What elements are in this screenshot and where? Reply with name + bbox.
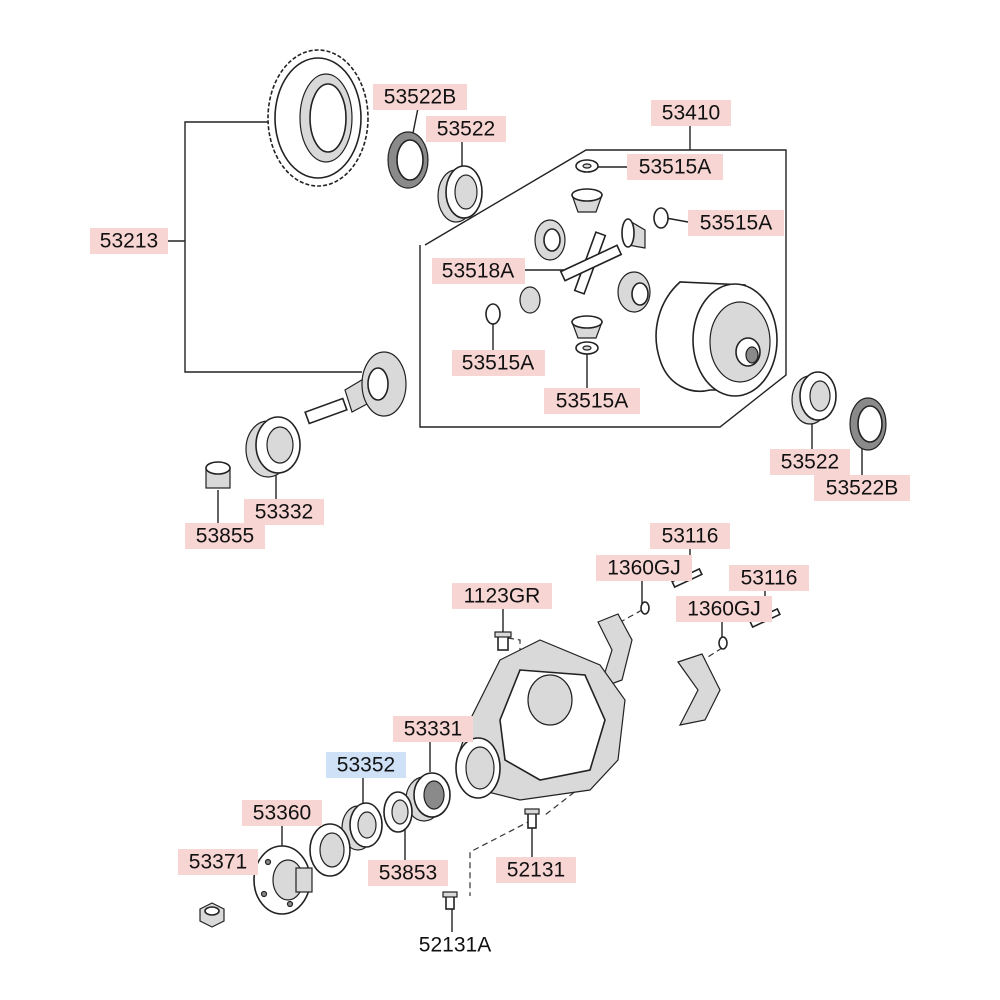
bearing-icon — [245, 416, 301, 478]
bearing-icon — [405, 772, 451, 822]
bearing-icon — [437, 165, 483, 223]
part-label-text: 53371 — [189, 851, 247, 874]
part-label-text: 53522 — [437, 118, 495, 141]
cross-shaft-icon — [559, 231, 623, 295]
bolt-icon — [494, 631, 512, 651]
part-label-53116[interactable]: 53116 — [729, 565, 809, 591]
pinion-gear-icon — [519, 286, 541, 314]
part-label-text: 53116 — [662, 525, 719, 548]
oil-seal-icon — [309, 823, 351, 877]
part-label-53515A[interactable]: 53515A — [627, 154, 723, 180]
part-label-53352-selected[interactable]: 53352 — [326, 752, 406, 778]
pinion-gear-icon — [304, 351, 407, 425]
part-label-text: 1123GR — [464, 585, 541, 608]
bolt-icon — [442, 891, 458, 910]
part-label-53522[interactable]: 53522 — [426, 116, 506, 142]
part-labels: 53522B 53522 53410 53515A 53515A 53213 5… — [90, 84, 910, 957]
differential-case-icon — [655, 281, 778, 397]
part-label-53213[interactable]: 53213 — [90, 228, 168, 254]
pinion-gear-icon — [571, 188, 603, 213]
part-label-53515A[interactable]: 53515A — [544, 388, 640, 414]
part-label-53332[interactable]: 53332 — [244, 499, 324, 525]
part-label-52131A[interactable]: 52131A — [419, 934, 491, 957]
part-label-53116[interactable]: 53116 — [650, 523, 730, 549]
part-label-text: 53515A — [556, 390, 628, 413]
nut-icon — [205, 461, 231, 489]
part-label-53515A[interactable]: 53515A — [688, 210, 784, 236]
part-label-text: 53352 — [337, 754, 395, 777]
part-label-1360GJ[interactable]: 1360GJ — [596, 555, 692, 581]
part-label-53515A[interactable]: 53515A — [452, 350, 545, 376]
part-label-text: 52131 — [507, 859, 565, 882]
part-label-text: 53213 — [100, 230, 158, 253]
bearing-cap-icon — [597, 613, 721, 726]
part-label-53522[interactable]: 53522 — [770, 449, 850, 475]
washer-icon — [640, 601, 728, 650]
part-label-53410[interactable]: 53410 — [651, 100, 731, 126]
part-label-52131[interactable]: 52131 — [496, 857, 576, 883]
part-label-text: 1360GJ — [607, 557, 681, 580]
pinion-gear-icon — [617, 271, 651, 313]
part-label-53522B[interactable]: 53522B — [814, 475, 910, 501]
part-label-53855[interactable]: 53855 — [185, 523, 265, 549]
part-label-text: 53522B — [384, 86, 456, 109]
part-label-text: 53410 — [662, 102, 720, 125]
part-label-53853[interactable]: 53853 — [368, 860, 448, 886]
part-label-text: 53522 — [781, 451, 839, 474]
part-label-text: 53515A — [462, 352, 534, 375]
part-label-text: 52131A — [419, 934, 491, 957]
part-label-53522B[interactable]: 53522B — [373, 84, 467, 110]
part-label-text: 53518A — [442, 260, 514, 283]
part-label-text: 53332 — [255, 501, 313, 524]
washer-icon — [575, 341, 599, 355]
part-label-text: 53116 — [741, 567, 798, 590]
ring-gear-icon — [267, 49, 369, 187]
part-label-text: 53853 — [379, 862, 437, 885]
part-label-text: 1360GJ — [687, 598, 761, 621]
bearing-icon — [791, 371, 837, 425]
washer-icon — [575, 159, 599, 173]
bearing-icon — [387, 131, 429, 189]
part-label-53518A[interactable]: 53518A — [432, 258, 525, 284]
part-label-text: 53522B — [826, 477, 898, 500]
part-label-text: 53855 — [196, 525, 254, 548]
pinion-gear-icon — [534, 219, 566, 261]
washer-icon — [485, 303, 501, 325]
washer-icon — [383, 791, 413, 833]
companion-flange-icon — [253, 845, 313, 915]
part-label-1360GJ[interactable]: 1360GJ — [676, 596, 772, 622]
nut-icon — [199, 902, 225, 928]
part-label-text: 53360 — [253, 802, 311, 825]
part-label-text: 53331 — [404, 718, 462, 741]
spacer-icon — [341, 802, 383, 851]
part-label-53360[interactable]: 53360 — [242, 800, 322, 826]
part-label-1123GR[interactable]: 1123GR — [452, 583, 552, 609]
carrier-housing-icon — [455, 639, 626, 801]
bolt-icon — [524, 808, 540, 829]
washer-icon — [653, 207, 669, 229]
bearing-icon — [849, 397, 887, 451]
part-label-53371[interactable]: 53371 — [178, 849, 258, 875]
pinion-gear-icon — [571, 315, 603, 339]
pinion-gear-icon — [621, 218, 646, 249]
part-label-53331[interactable]: 53331 — [393, 716, 473, 742]
part-label-text: 53515A — [639, 156, 711, 179]
part-label-text: 53515A — [700, 212, 772, 235]
